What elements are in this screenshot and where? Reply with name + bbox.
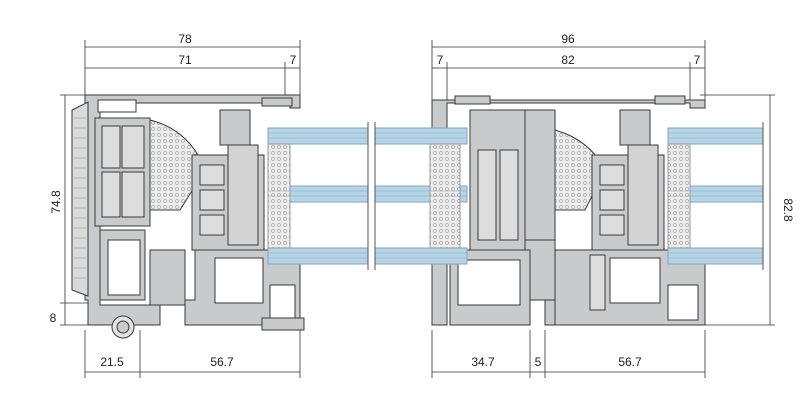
dim-96: 96 [561,32,575,46]
side-dimensions [60,94,775,326]
top-dimensions [84,40,706,100]
bottom-dimensions [84,330,706,378]
dim-7-left: 7 [290,53,297,67]
glazing-center [374,127,468,265]
glazing-right [667,127,764,265]
left-frame-section [71,94,305,339]
dim-82: 82 [561,53,575,67]
dim-82-8: 82.8 [781,198,795,222]
dim-34-7: 34.7 [471,355,495,369]
dim-7-right-b: 7 [694,53,701,67]
dim-8: 8 [50,311,57,325]
dim-21-5: 21.5 [100,355,124,369]
dim-78: 78 [178,32,192,46]
right-frame-section [431,95,706,326]
break-markers [367,122,764,270]
dim-56-7-left: 56.7 [210,355,234,369]
dim-71: 71 [178,53,192,67]
dim-7-right-a: 7 [437,53,444,67]
dim-56-7-right: 56.7 [618,355,642,369]
dim-5: 5 [535,355,542,369]
dim-74-8: 74.8 [49,190,63,214]
glazing-left [267,127,369,265]
